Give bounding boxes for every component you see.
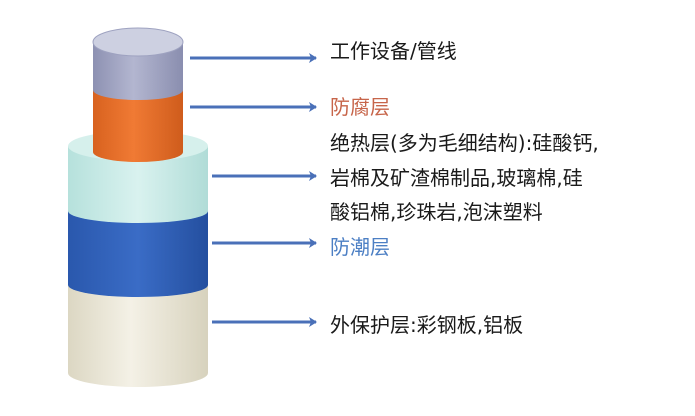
label-insulation-layer: 绝热层(多为毛细结构):硅酸钙, 岩棉及矿渣棉制品,玻璃棉,硅 酸铝棉,珍珠岩,… (330, 126, 599, 230)
label-outer-protective-layer: 外保护层:彩钢板,铝板 (330, 313, 524, 337)
pipe-cylinder (92, 27, 184, 100)
label-anticorrosion-layer: 防腐层 (330, 95, 390, 119)
insulation-line-1: 绝热层(多为毛细结构):硅酸钙, (330, 131, 599, 155)
label-moisture-barrier: 防潮层 (330, 235, 390, 259)
anticorrosion-layer (93, 90, 183, 162)
label-equipment: 工作设备/管线 (330, 39, 457, 63)
insulation-line-3: 酸铝棉,珍珠岩,泡沫塑料 (330, 200, 543, 224)
insulation-line-2: 岩棉及矿渣棉制品,玻璃棉,硅 (330, 165, 583, 190)
